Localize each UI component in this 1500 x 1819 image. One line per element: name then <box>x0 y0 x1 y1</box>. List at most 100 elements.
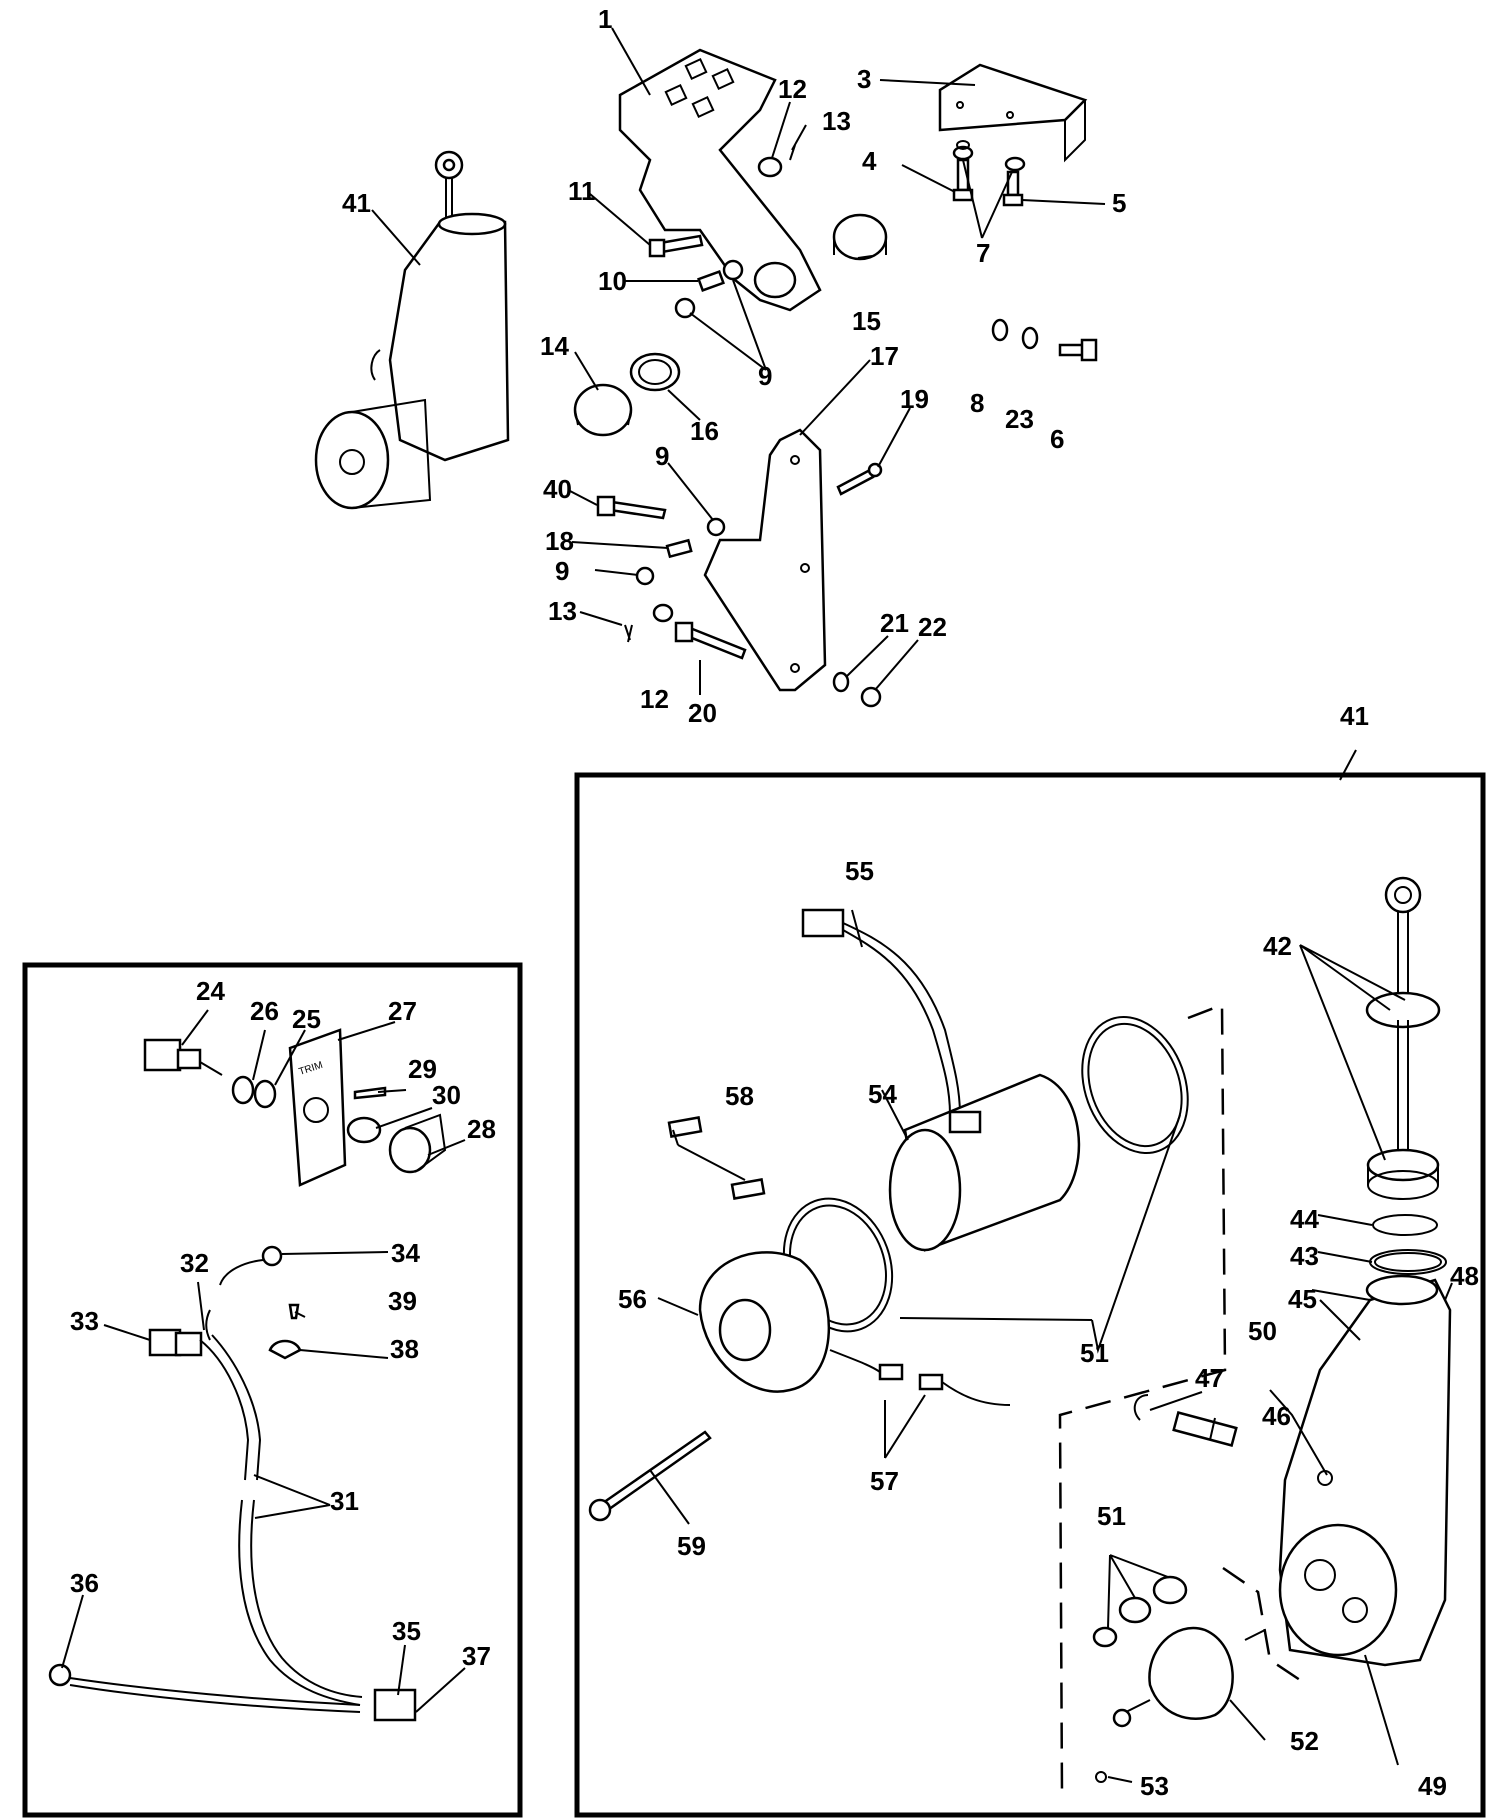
callout-18: 18 <box>545 526 574 556</box>
callout-26: 26 <box>250 996 279 1026</box>
callout-49: 49 <box>1418 1771 1447 1801</box>
callout-13: 13 <box>822 106 851 136</box>
washer-12-b <box>652 603 674 623</box>
connector-55 <box>801 908 961 1116</box>
bolt-6 <box>1058 338 1098 362</box>
washers-51 <box>1092 1575 1188 1648</box>
callout-51-b: 51 <box>1097 1501 1126 1531</box>
ring-16 <box>629 352 681 392</box>
callout-41-top: 41 <box>342 188 371 218</box>
knob-28 <box>388 1113 447 1174</box>
shaft-42 <box>1365 876 1441 1200</box>
callout-22: 22 <box>918 612 947 642</box>
callout-51-a: 51 <box>1080 1338 1109 1368</box>
callout-16: 16 <box>690 416 719 446</box>
o-ring-44 <box>1372 1214 1438 1236</box>
callout-24: 24 <box>196 976 225 1006</box>
callout-30: 30 <box>432 1080 461 1110</box>
bushing-15 <box>832 213 888 261</box>
callout-19: 19 <box>900 384 929 414</box>
callout-36: 36 <box>70 1568 99 1598</box>
callout-40: 40 <box>543 474 572 504</box>
nut-26 <box>231 1075 255 1105</box>
callout-32: 32 <box>180 1248 209 1278</box>
callout-8: 8 <box>970 388 984 418</box>
callout-29: 29 <box>408 1054 437 1084</box>
brushes-57 <box>829 1349 1011 1406</box>
motor-assembly-frame <box>574 772 1486 1818</box>
bolt-20 <box>674 621 747 660</box>
callout-31: 31 <box>330 1486 359 1516</box>
screw-39 <box>288 1303 300 1320</box>
o-ring-43 <box>1369 1249 1447 1275</box>
bolt-40 <box>596 495 667 520</box>
pin-10 <box>697 269 725 293</box>
screw-4 <box>952 158 974 202</box>
terminal-34 <box>219 1245 283 1286</box>
callout-3: 3 <box>857 64 871 94</box>
callout-6: 6 <box>1050 424 1064 454</box>
washer-25 <box>253 1079 277 1109</box>
callout-47: 47 <box>1195 1363 1224 1393</box>
connector-33 <box>148 1328 203 1357</box>
callout-20: 20 <box>688 698 717 728</box>
callout-50: 50 <box>1248 1316 1277 1346</box>
trim-bracket <box>618 48 822 312</box>
switch-24 <box>143 1038 223 1076</box>
callout-5: 5 <box>1112 188 1126 218</box>
washer-23 <box>1021 326 1039 350</box>
callout-42: 42 <box>1263 931 1292 961</box>
callout-labels: 1 3 12 13 4 5 7 11 41 10 15 9 14 16 17 1… <box>70 4 1479 1801</box>
nut-9-a <box>674 259 744 319</box>
lead-36 <box>48 1663 361 1713</box>
callout-11: 11 <box>568 176 596 206</box>
bushing-14 <box>573 383 633 437</box>
callout-43: 43 <box>1290 1241 1319 1271</box>
clamp-38 <box>268 1339 302 1360</box>
o-ring-51-a <box>1081 1016 1189 1154</box>
callout-33: 33 <box>70 1306 99 1336</box>
callout-9-c: 9 <box>555 556 569 586</box>
callout-7: 7 <box>976 238 990 268</box>
callout-14: 14 <box>540 331 569 361</box>
motor-housing-54 <box>888 1073 1081 1252</box>
end-cap-56 <box>698 1251 830 1393</box>
through-bolt-59 <box>588 1430 712 1522</box>
callout-35: 35 <box>392 1616 421 1646</box>
nut-9-b <box>635 517 726 586</box>
callout-9-a: 9 <box>758 361 772 391</box>
callout-44: 44 <box>1290 1204 1319 1234</box>
bolt-11 <box>648 234 704 258</box>
callout-46: 46 <box>1262 1401 1291 1431</box>
callout-12: 12 <box>778 74 807 104</box>
callout-38: 38 <box>390 1334 419 1364</box>
callout-34: 34 <box>391 1238 420 1268</box>
callout-58: 58 <box>725 1081 754 1111</box>
assembly-dash-upper <box>1058 1003 1227 1796</box>
callout-52: 52 <box>1290 1726 1319 1756</box>
lockwashers-7 <box>952 140 1026 172</box>
plate-27 <box>288 1028 347 1187</box>
callout-37: 37 <box>462 1641 491 1671</box>
callout-55: 55 <box>845 856 874 886</box>
callout-17: 17 <box>870 341 899 371</box>
nut-30 <box>346 1116 382 1144</box>
callout-28: 28 <box>467 1114 496 1144</box>
switch-harness-frame <box>22 962 523 1818</box>
clip-bracket <box>938 63 1088 163</box>
washer-12 <box>757 156 783 178</box>
nut-22 <box>860 686 882 708</box>
callout-57: 57 <box>870 1466 899 1496</box>
callout-21: 21 <box>880 608 909 638</box>
pin-47 <box>1133 1394 1238 1447</box>
washer-8 <box>991 318 1009 342</box>
callout-41-frame: 41 <box>1340 701 1369 731</box>
screw-5 <box>1002 170 1024 207</box>
callout-15: 15 <box>852 306 881 336</box>
callout-59: 59 <box>677 1531 706 1561</box>
callout-48: 48 <box>1450 1261 1479 1291</box>
callout-45: 45 <box>1288 1284 1317 1314</box>
callout-27: 27 <box>388 996 417 1026</box>
callout-56: 56 <box>618 1284 647 1314</box>
